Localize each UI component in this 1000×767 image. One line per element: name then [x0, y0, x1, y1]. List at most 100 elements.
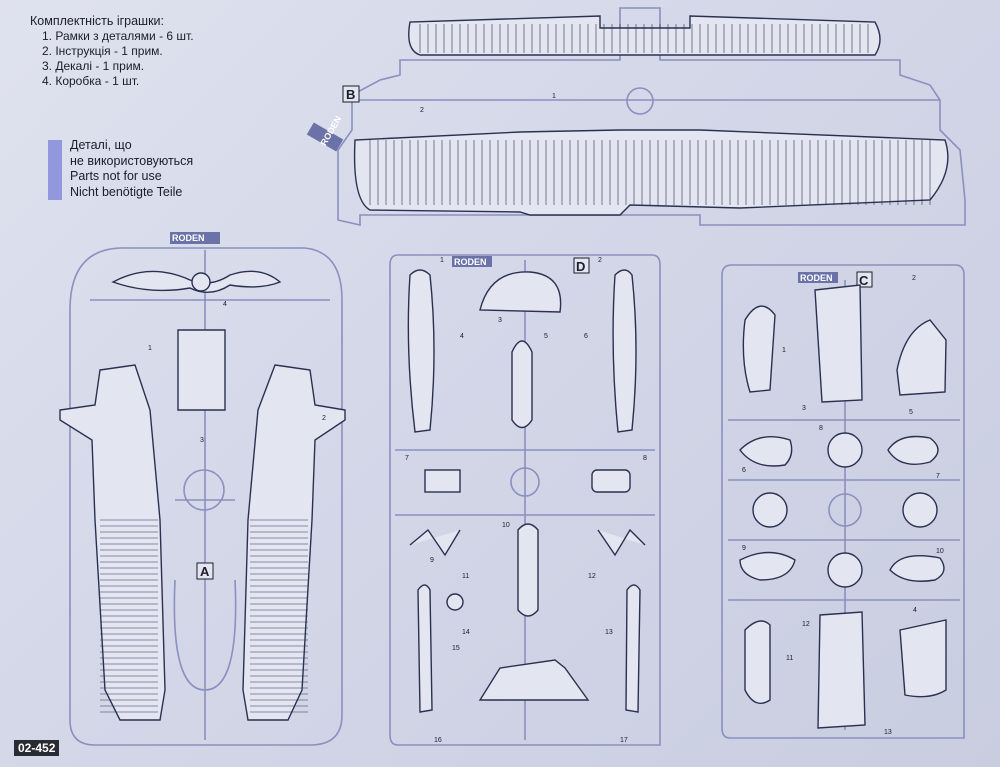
sprue-b: RODEN B 1 2	[306, 7, 966, 227]
sprue-b-letter: B	[346, 87, 355, 102]
cabane-strut-right	[597, 528, 646, 557]
kit-contents-item: 1. Рамки з деталями - 6 шт.	[42, 29, 194, 43]
sprue-b-gate	[626, 87, 654, 115]
sprue-c-part-number: 6	[742, 467, 746, 474]
propeller-part	[111, 270, 282, 293]
legend-text: Деталі, що не використовуються Parts not…	[70, 138, 193, 200]
sprue-d-part-number: 13	[605, 629, 613, 636]
sprue-d-part-number: 5	[544, 333, 548, 340]
sprue-d-part-number: 17	[620, 737, 628, 744]
fuselage-left-panels	[100, 519, 158, 713]
cowl-ring-left-part	[739, 436, 793, 467]
sprue-b-part-number: 1	[552, 93, 556, 100]
tail-fin-part	[479, 271, 562, 313]
sprue-d-letter: D	[576, 259, 585, 274]
sprue-a-lower-loop	[173, 579, 237, 691]
sprue-b-brand-tag	[306, 122, 344, 152]
sprue-d-part-number: 9	[430, 557, 434, 564]
sprue-c-part-number: 3	[802, 405, 806, 412]
sprue-d-part-number: 2	[598, 257, 602, 264]
sprue-c-letter: C	[859, 273, 869, 288]
sprue-a-brand: RODEN	[172, 233, 205, 243]
sprue-c-part-number: 11	[786, 655, 793, 662]
sprue-d-part-number: 10	[502, 522, 510, 529]
sprue-d-part-number: 12	[588, 573, 596, 580]
kit-contents-title: Комплектність іграшки:	[30, 14, 165, 28]
sprue-c-runners	[728, 280, 960, 730]
sprue-d-frame	[389, 254, 661, 746]
sprue-c-part-number: 12	[802, 621, 810, 628]
fin-part	[896, 319, 947, 396]
sprue-d-part-number: 14	[462, 629, 470, 636]
sprue-c-part-number: 1	[782, 347, 786, 354]
legend-line-uk-2: не використовуються	[70, 153, 194, 168]
sheet-code: 02-452	[14, 740, 60, 756]
sprue-a-letter: A	[200, 564, 210, 579]
fin-lower-part	[899, 619, 947, 698]
sprue-d: RODEN D 1 2 3 4 5 6 7 8 9	[389, 254, 661, 746]
sprue-a-part-number: 3	[200, 437, 204, 444]
seat-part	[591, 469, 631, 493]
sprue-a: RODEN A 1 2 3 4	[59, 232, 346, 746]
sprue-d-part-number: 6	[584, 333, 588, 340]
kit-contents-item: 4. Коробка - 1 шт.	[42, 74, 140, 88]
propeller-hub	[191, 272, 211, 292]
float-part	[511, 340, 533, 429]
cabane-strut-left	[409, 528, 461, 557]
sprue-c-brand-tag	[798, 272, 838, 283]
sprue-a-part-number: 2	[322, 415, 326, 422]
legend-line-uk-1: Деталі, що	[70, 138, 132, 152]
wheel-right-part	[902, 492, 938, 528]
sprue-d-brand-tag	[452, 256, 492, 267]
sprue-d-part-number: 15	[452, 645, 460, 652]
sprue-d-part-number: 16	[434, 737, 442, 744]
sprue-c-part-number: 9	[742, 545, 746, 552]
wheel-hub-part	[446, 593, 464, 611]
lower-wing-part	[353, 129, 949, 216]
lower-wing-ribs	[369, 140, 931, 205]
kit-contents: Комплектність іграшки: 1. Рамки з деталя…	[30, 14, 194, 89]
wheel-cover-right-part	[889, 555, 945, 582]
sprue-b-part-number: 2	[420, 107, 424, 114]
frame-truss-lower-part	[817, 611, 866, 729]
sprue-b-frame	[337, 7, 966, 227]
panel-part	[424, 469, 461, 493]
sprue-c-part-number: 7	[936, 473, 940, 480]
stabilizer-part	[478, 659, 590, 701]
sprue-c-brand: RODEN	[800, 273, 833, 283]
sprue-d-part-number: 11	[462, 573, 469, 580]
sprue-c-part-number: 13	[884, 729, 892, 736]
sprue-d-letter-box	[573, 257, 590, 274]
upper-wing-part	[408, 15, 881, 56]
elevator-left-part	[417, 584, 433, 713]
strut-part	[517, 523, 539, 617]
fuselage-left-part	[59, 364, 166, 721]
sprue-c: RODEN C 1 2 3 4 5 6 7 8	[721, 264, 965, 739]
sprue-d-gate	[510, 467, 540, 497]
sprue-d-brand: RODEN	[454, 257, 487, 267]
legend-line-en: Parts not for use	[70, 169, 162, 183]
sprue-c-frame	[721, 264, 965, 739]
sprue-d-part-number: 3	[498, 317, 502, 324]
sprue-d-runners	[395, 260, 655, 740]
wheel-upper-part	[827, 432, 863, 468]
elevator-right-part	[625, 584, 641, 713]
rudder-lower-part	[744, 620, 771, 704]
sprue-d-part-number: 4	[460, 333, 464, 340]
sprue-c-part-number: 2	[912, 275, 916, 282]
sprue-a-frame	[69, 247, 343, 746]
sprue-a-part-number: 1	[148, 345, 152, 352]
sprue-a-part-number: 4	[223, 301, 227, 308]
kit-contents-item: 3. Декалі - 1 прим.	[42, 59, 145, 73]
sprue-c-part-number: 10	[936, 548, 944, 555]
fuselage-right-part	[242, 364, 346, 721]
sprue-d-part-number: 1	[440, 257, 444, 264]
kit-contents-item: 2. Інструкція - 1 прим.	[42, 44, 163, 58]
unused-parts-swatch	[48, 140, 62, 200]
sprue-c-letter-box	[856, 271, 873, 288]
sprue-b-letter-box	[342, 85, 360, 103]
wheel-cover-left-part	[739, 551, 796, 581]
fuselage-right-panels	[250, 519, 308, 713]
cowling-part	[177, 329, 226, 411]
